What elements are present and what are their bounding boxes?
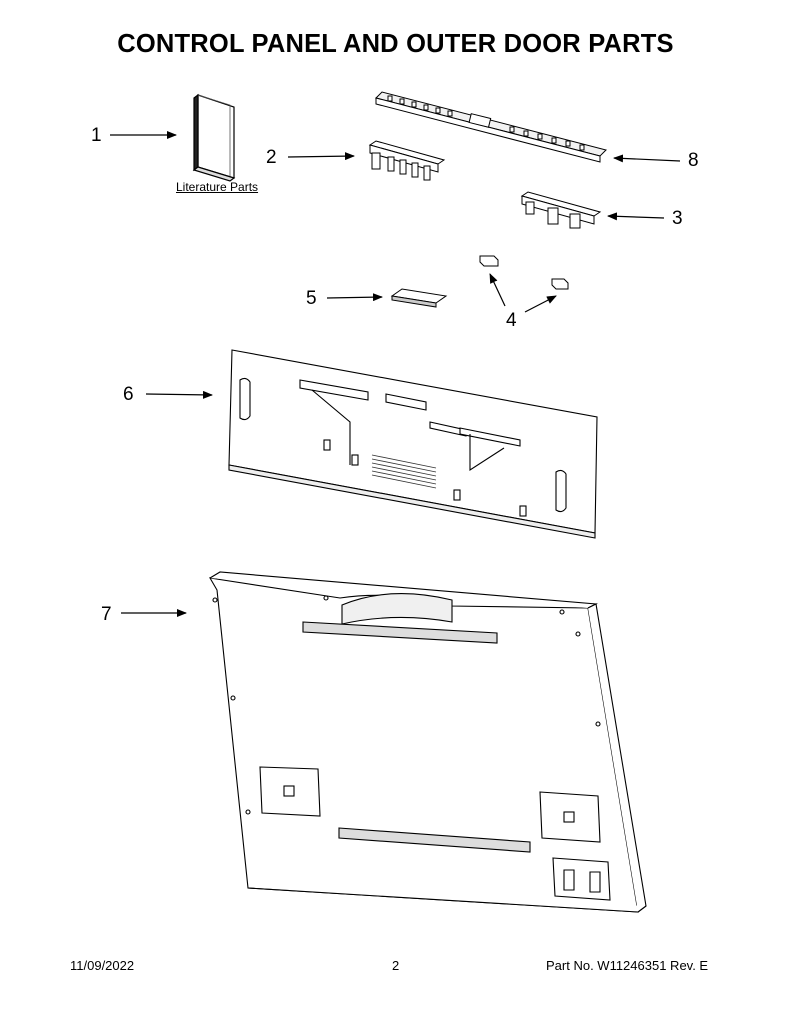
leader-arrows [110,131,681,617]
literature-parts-label: Literature Parts [176,180,259,194]
control-board [375,91,607,163]
arrow-4a [489,273,506,307]
footer-date: 11/09/2022 [70,958,135,973]
callout-5: 5 [306,288,317,309]
footer-part-number: Part No. W11246351 Rev. E [546,958,709,973]
arrow-4b [524,295,557,313]
arrow-8 [613,154,681,163]
literature-booklet [192,93,236,182]
callout-3: 3 [672,208,683,229]
callout-4: 4 [506,310,517,331]
footer-page-number: 2 [392,958,400,973]
button-holder-right [520,191,602,229]
button-caps [479,255,569,290]
outer-door-panel [208,571,647,913]
callout-2: 2 [266,147,277,168]
arrow-5 [326,293,383,302]
arrow-3 [607,212,665,221]
callout-7: 7 [101,604,112,625]
light-pipe [390,288,448,308]
page-title: CONTROL PANEL AND OUTER DOOR PARTS [117,30,674,58]
callout-8: 8 [688,150,699,171]
arrow-6 [145,390,213,399]
control-panel [228,349,598,539]
arrow-2 [287,152,355,161]
callout-1: 1 [91,125,102,146]
callout-6: 6 [123,384,134,405]
button-holder-left [368,140,446,181]
